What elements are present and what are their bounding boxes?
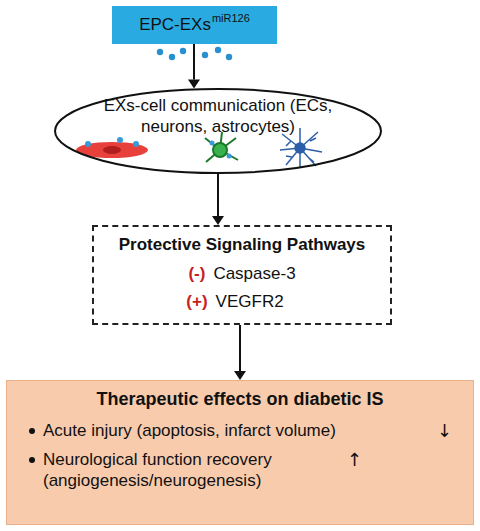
bullet-dot xyxy=(29,457,35,463)
endothelial-cell-icon xyxy=(76,137,148,158)
bullet-text: Neurological function recovery (angiogen… xyxy=(43,449,333,491)
arrow-connector xyxy=(188,44,200,88)
box-heading: Therapeutic effects on diabetic IS xyxy=(17,389,463,410)
bullet-row: Acute injury (apoptosis, infarct volume)… xyxy=(17,420,463,441)
neuron-icon xyxy=(205,132,238,162)
bullet-text: Acute injury (apoptosis, infarct volume) xyxy=(43,420,423,441)
arrow-connector xyxy=(234,325,246,380)
effects-box: Therapeutic effects on diabetic IS Acute … xyxy=(6,380,474,525)
signal-label: Caspase-3 xyxy=(213,264,295,284)
pathway-box: Protective Signaling Pathways (-) Caspase-… xyxy=(92,225,392,325)
communication-ellipse: EXs-cell communication (ECs, neurons, as… xyxy=(54,88,382,174)
ellipse-label: EXs-cell communication (ECs, neurons, as… xyxy=(100,95,336,137)
trend-arrow: ↓ xyxy=(437,420,452,441)
signal-row: (+) VEGFR2 xyxy=(100,292,384,312)
box-heading: Protective Signaling Pathways xyxy=(100,235,384,255)
ellipse-shape xyxy=(55,89,381,173)
sign-label: (+) xyxy=(186,292,207,312)
superscript-label: miR126 xyxy=(212,12,250,24)
signal-row: (-) Caspase-3 xyxy=(100,264,384,284)
trend-arrow: ↑ xyxy=(347,449,362,470)
signal-label: VEGFR2 xyxy=(216,292,284,312)
exosome-dots xyxy=(157,47,232,60)
bullet-dot xyxy=(29,428,35,434)
box-label: EPC-EXs xyxy=(139,15,211,35)
arrow-connector xyxy=(212,174,224,225)
bullet-row: Neurological function recovery (angiogen… xyxy=(17,449,463,491)
sign-label: (-) xyxy=(188,264,205,284)
source-box: EPC-EXsmiR126 xyxy=(112,6,277,44)
